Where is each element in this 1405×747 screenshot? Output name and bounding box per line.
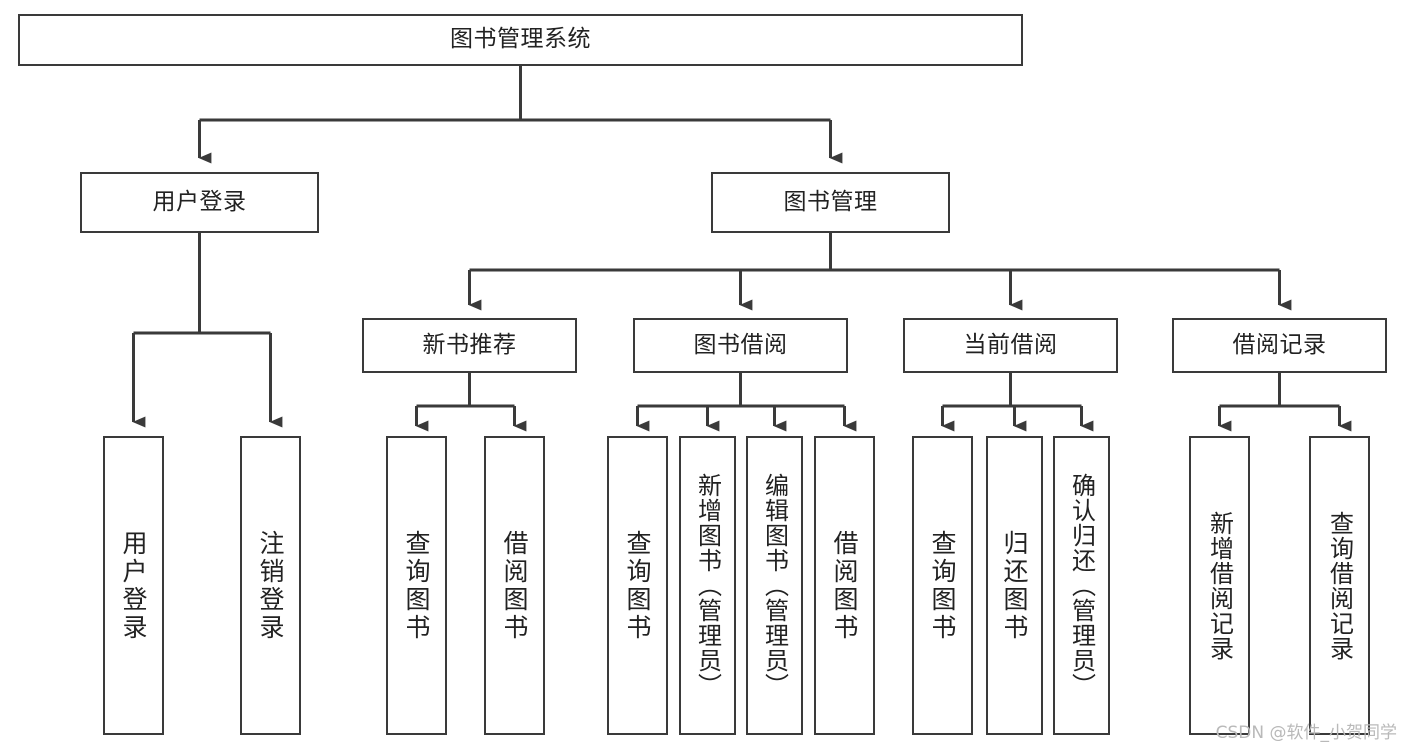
node-current-borrow[interactable]: 当前借阅 (903, 318, 1118, 373)
leaf-return-book-label: 归还图书 (1000, 529, 1029, 642)
watermark-text: CSDN @软件_小贺同学 (1215, 723, 1397, 743)
leaf-query-book-current[interactable]: 查询图书 (912, 436, 973, 735)
leaf-confirm-return-admin-label: 确认归还（管理员） (1067, 473, 1096, 698)
leaf-add-book-admin-label: 新增图书（管理员） (693, 473, 722, 698)
leaf-add-book-admin[interactable]: 新增图书（管理员） (679, 436, 736, 735)
leaf-return-book[interactable]: 归还图书 (986, 436, 1043, 735)
node-book-management[interactable]: 图书管理 (711, 172, 950, 233)
leaf-user-logout[interactable]: 注销登录 (240, 436, 301, 735)
node-root[interactable]: 图书管理系统 (18, 14, 1023, 66)
leaf-borrow-book-label: 借阅图书 (830, 529, 859, 642)
leaf-edit-book-admin-label: 编辑图书（管理员） (760, 473, 789, 698)
node-new-book-recommend[interactable]: 新书推荐 (362, 318, 577, 373)
leaf-user-logout-label: 注销登录 (256, 529, 285, 642)
leaf-borrow-book-recommend[interactable]: 借阅图书 (484, 436, 545, 735)
node-user-login[interactable]: 用户登录 (80, 172, 319, 233)
leaf-query-book-borrow[interactable]: 查询图书 (607, 436, 668, 735)
leaf-borrow-book-recommend-label: 借阅图书 (500, 529, 529, 642)
leaf-add-borrow-record-label: 新增借阅记录 (1205, 510, 1234, 661)
leaf-user-login-label: 用户登录 (119, 529, 148, 642)
leaf-query-book-recommend-label: 查询图书 (402, 529, 431, 642)
node-borrow-record[interactable]: 借阅记录 (1172, 318, 1387, 373)
leaf-query-book-recommend[interactable]: 查询图书 (386, 436, 447, 735)
leaf-query-book-current-label: 查询图书 (928, 529, 957, 642)
leaf-confirm-return-admin[interactable]: 确认归还（管理员） (1053, 436, 1110, 735)
leaf-query-borrow-record[interactable]: 查询借阅记录 (1309, 436, 1370, 735)
node-new-book-recommend-label: 新书推荐 (422, 331, 517, 358)
node-book-management-label: 图书管理 (783, 188, 878, 215)
leaf-edit-book-admin[interactable]: 编辑图书（管理员） (746, 436, 803, 735)
node-borrow-record-label: 借阅记录 (1232, 331, 1327, 358)
node-current-borrow-label: 当前借阅 (963, 331, 1058, 358)
leaf-add-borrow-record[interactable]: 新增借阅记录 (1189, 436, 1250, 735)
node-root-label: 图书管理系统 (450, 26, 591, 53)
leaf-user-login[interactable]: 用户登录 (103, 436, 164, 735)
leaf-query-book-borrow-label: 查询图书 (623, 529, 652, 642)
node-book-borrow[interactable]: 图书借阅 (633, 318, 848, 373)
leaf-query-borrow-record-label: 查询借阅记录 (1325, 510, 1354, 661)
node-book-borrow-label: 图书借阅 (693, 331, 788, 358)
node-user-login-label: 用户登录 (152, 188, 247, 215)
leaf-borrow-book[interactable]: 借阅图书 (814, 436, 875, 735)
